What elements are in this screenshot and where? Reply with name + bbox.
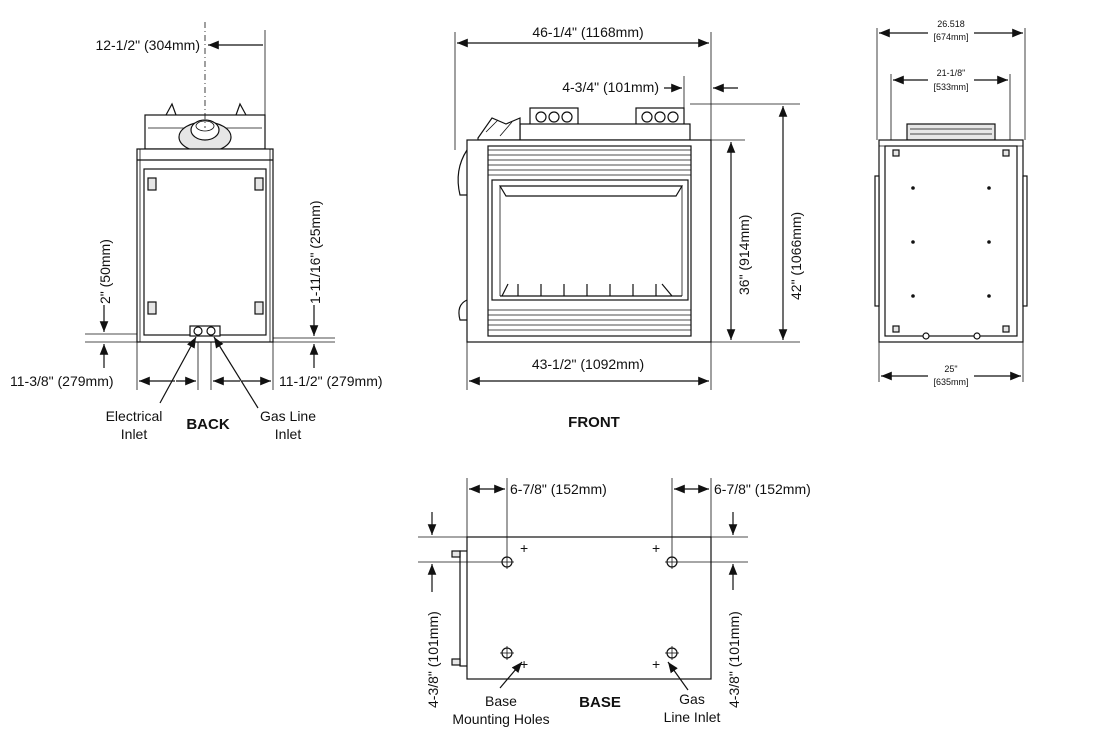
side-body (878, 139, 1024, 343)
vent-collar (190, 119, 220, 141)
dim-back-right-height: 1-11/16" (25mm) (307, 200, 323, 304)
dim-side-top-width-in: 26.518 (937, 19, 965, 29)
dim-base-left-height: 4-3/8" (101mm) (425, 611, 441, 708)
dim-back-vent-offset: 12-1/2" (304mm) (95, 37, 200, 53)
svg-text:+: + (652, 540, 660, 556)
electrical-inlet-icon (193, 326, 203, 336)
dim-back-left-height: 2" (50mm) (97, 239, 113, 304)
gas-inlet-icon (206, 326, 216, 336)
label-gas-line-inlet-1: Gas Line (260, 408, 316, 424)
base-mount-leader (499, 661, 523, 689)
base-mounting-hole (500, 555, 514, 569)
electrical-leader (159, 336, 197, 404)
dim-base-left-offset: 6-7/8" (152mm) (510, 481, 607, 497)
front-vent-right (635, 107, 685, 127)
front-louver-bottom (488, 309, 691, 331)
side-view: 26.518 [674mm] 21-1/8" [533mm] 25" (874, 19, 1028, 388)
front-firebox-top (498, 185, 684, 197)
back-view: 12-1/2" (304mm) 2" (50mm) 1-11/16" (25mm… (10, 22, 383, 442)
label-electrical-inlet-1: Electrical (106, 408, 163, 424)
front-top-chassis (519, 123, 691, 141)
dim-front-overall-width: 46-1/4" (1168mm) (532, 24, 643, 40)
label-base-mounting-1: Base (485, 693, 517, 709)
label-base-gas-2: Line Inlet (664, 709, 721, 725)
back-top-bracket (165, 102, 177, 116)
base-gas-inlet (665, 646, 679, 660)
base-mounting-hole (665, 555, 679, 569)
inlet-plate (189, 325, 221, 337)
base-plate (466, 536, 712, 680)
front-louver-top (488, 149, 691, 176)
dim-side-bottom-width-mm: [635mm] (933, 377, 968, 387)
back-body (136, 148, 274, 343)
title-back: BACK (186, 416, 229, 433)
gas-leader (213, 336, 259, 409)
dim-side-inner-width-mm: [533mm] (933, 82, 968, 92)
front-face-frame (487, 145, 692, 337)
svg-text:+: + (520, 656, 528, 672)
label-base-mounting-2: Mounting Holes (452, 711, 549, 727)
dim-side-inner-width-in: 21-1/8" (937, 68, 966, 78)
base-mounting-hole (500, 646, 514, 660)
title-base: BASE (579, 694, 621, 711)
dim-back-right-bottom: 11-1/2" (279mm) (279, 373, 383, 389)
dim-side-bottom-width-in: 25" (944, 364, 957, 374)
dim-front-box-height: 36" (914mm) (736, 215, 752, 295)
dim-side-top-width-mm: [674mm] (933, 32, 968, 42)
front-view: 46-1/4" (1168mm) 4-3/4" (101mm) 43-1/2" … (454, 24, 804, 431)
title-front: FRONT (568, 414, 620, 431)
dim-base-right-offset: 6-7/8" (152mm) (714, 481, 811, 497)
front-vent-left (529, 107, 579, 127)
base-gas-leader (667, 661, 689, 691)
back-top-bracket (235, 102, 247, 116)
dim-base-right-height: 4-3/8" (101mm) (726, 611, 742, 708)
front-glass-outer (491, 179, 689, 301)
label-base-gas-1: Gas (679, 691, 705, 707)
side-top-vent (906, 123, 996, 141)
base-view: + + + + 6-7/8" (152mm) 6-7/8" (152mm) 4-… (418, 478, 811, 727)
label-gas-line-inlet-2: Inlet (275, 426, 302, 442)
front-side-bulge (457, 149, 468, 196)
svg-text:+: + (520, 540, 528, 556)
dim-back-left-bottom: 11-3/8" (279mm) (10, 373, 114, 389)
svg-text:+: + (652, 656, 660, 672)
dim-front-overall-height: 42" (1066mm) (788, 212, 804, 300)
label-electrical-inlet-2: Inlet (121, 426, 148, 442)
front-side-fitting (477, 117, 521, 141)
dim-front-vent-offset: 4-3/4" (101mm) (562, 79, 659, 95)
front-body (466, 139, 712, 343)
dim-front-base-width: 43-1/2" (1092mm) (532, 356, 644, 372)
front-grate (500, 283, 682, 297)
